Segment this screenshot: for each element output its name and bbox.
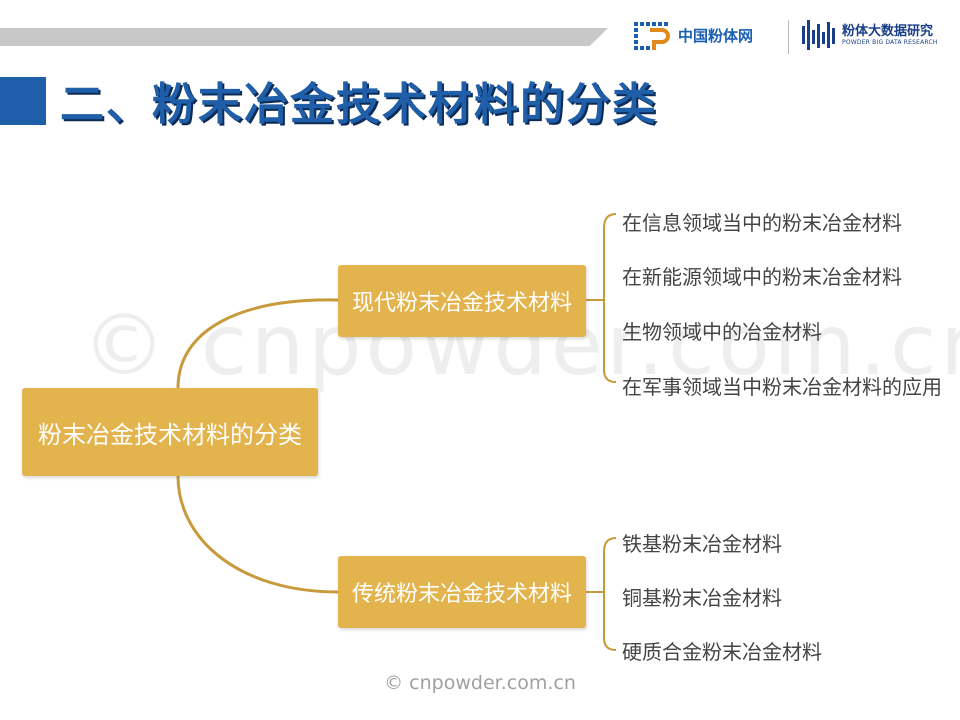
powder-big-data-logo-text: 粉体大数据研究 bbox=[842, 24, 934, 39]
footer-watermark: © cnpowder.com.cn bbox=[384, 672, 576, 694]
leaf-traditional-3: 硬质合金粉末冶金材料 bbox=[622, 640, 822, 664]
cnpowder-logo-text: 中国粉体网 bbox=[678, 27, 754, 45]
logo-separator bbox=[788, 20, 789, 54]
leaf-modern-2: 在新能源领域中的粉末冶金材料 bbox=[622, 265, 902, 289]
page-title: 二、粉末冶金技术材料的分类 bbox=[60, 79, 658, 130]
leaf-modern-3: 生物领域中的冶金材料 bbox=[622, 320, 822, 344]
connector-root-to-modern bbox=[176, 298, 339, 389]
leaf-modern-1: 在信息领域当中的粉末冶金材料 bbox=[622, 211, 902, 235]
powder-big-data-logo-subtext: POWDER BIG DATA RESEARCH bbox=[842, 39, 938, 46]
powder-big-data-logo: 粉体大数据研究 POWDER BIG DATA RESEARCH bbox=[800, 16, 950, 56]
header-band bbox=[0, 28, 608, 46]
leaf-traditional-2: 铜基粉末冶金材料 bbox=[622, 586, 782, 610]
connector-root-to-traditional bbox=[176, 475, 339, 594]
cnpowder-logo: 中国粉体网 bbox=[632, 18, 782, 56]
mindmap-branch-modern: 现代粉末冶金技术材料 bbox=[338, 265, 586, 337]
mindmap-branch-traditional: 传统粉末冶金技术材料 bbox=[338, 556, 586, 628]
leaf-modern-4: 在军事领域当中粉末冶金材料的应用 bbox=[622, 375, 942, 399]
title-marker bbox=[0, 77, 46, 125]
bar-chart-logo-icon bbox=[802, 20, 835, 50]
cnpowder-logo-icon bbox=[634, 22, 670, 50]
leaf-traditional-1: 铁基粉末冶金材料 bbox=[622, 532, 782, 556]
bracket-modern bbox=[603, 213, 617, 383]
mindmap-root-node: 粉末冶金技术材料的分类 bbox=[22, 388, 318, 476]
bracket-traditional bbox=[603, 537, 617, 651]
